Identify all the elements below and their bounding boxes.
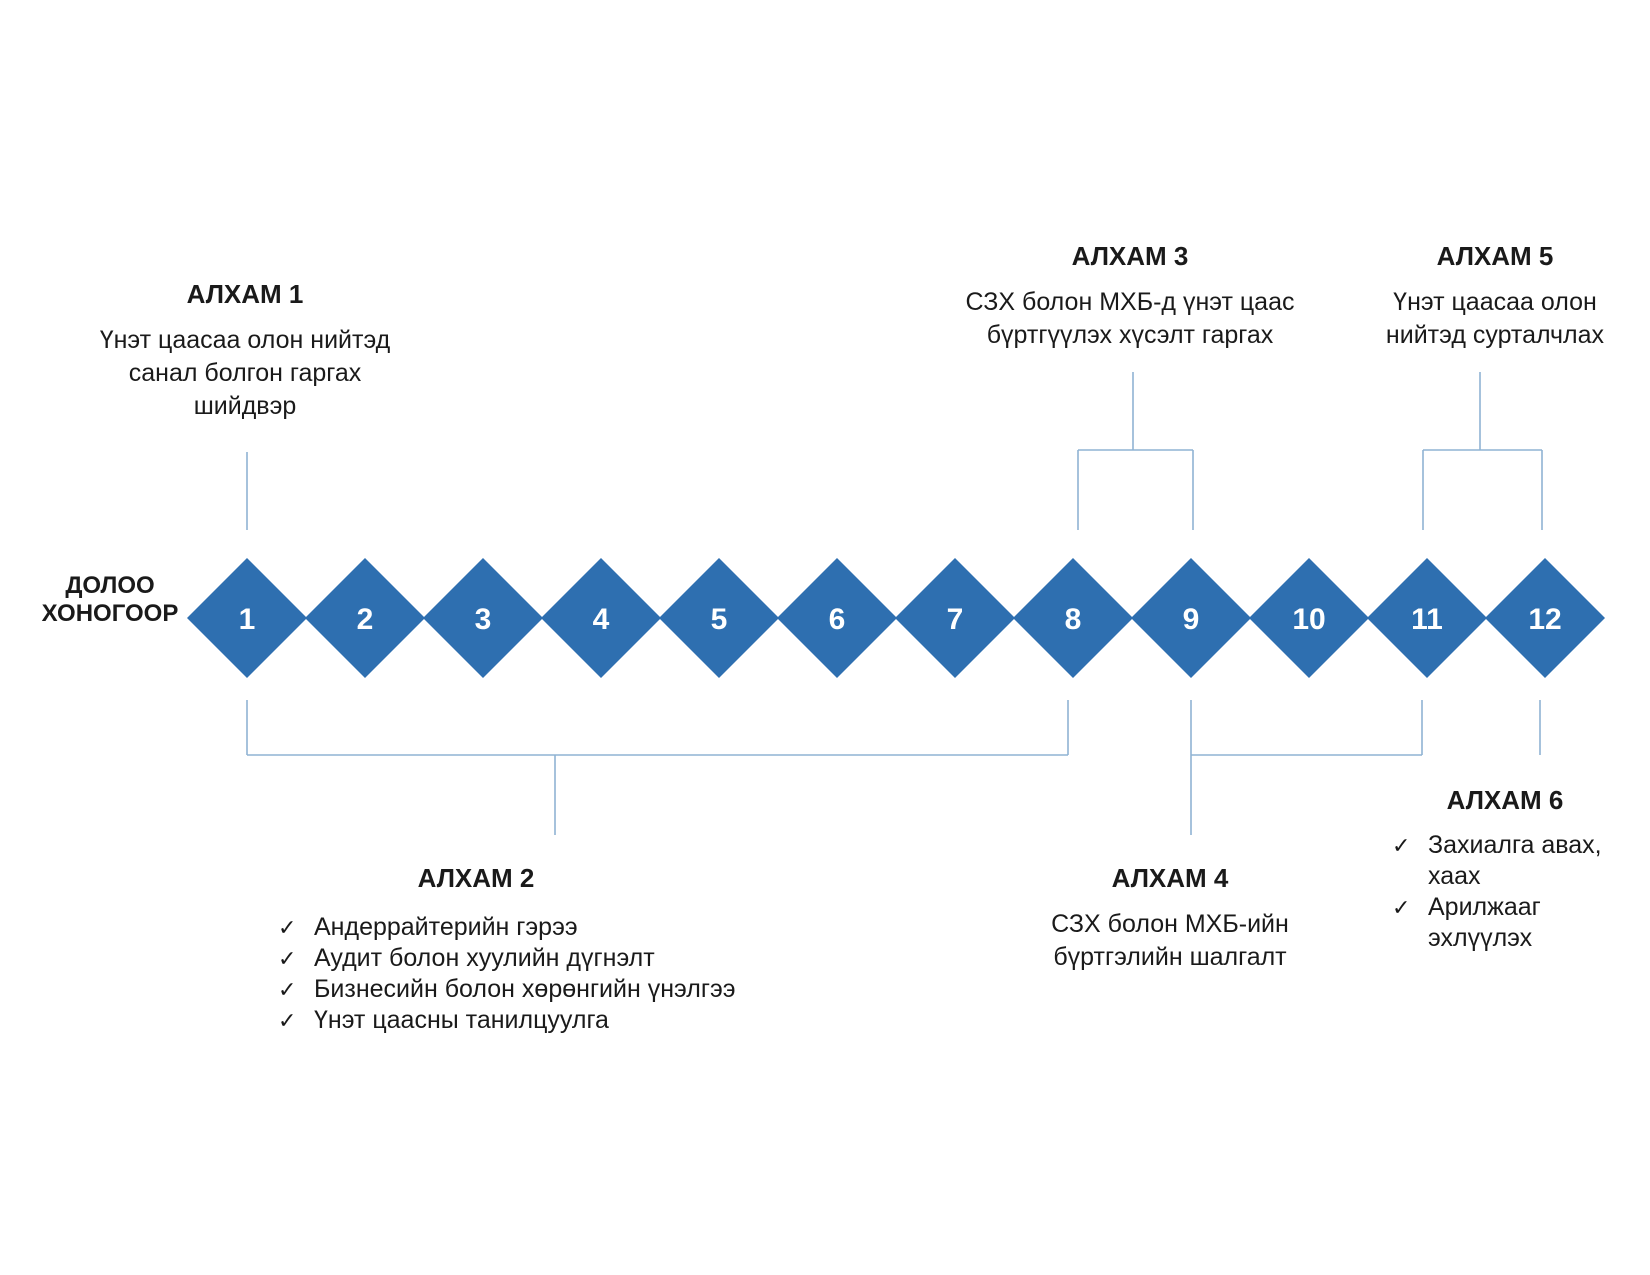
- step-6-checklist: ✓ Захиалга авах, хаах ✓ Арилжааг эхлүүлэх: [1390, 830, 1640, 954]
- weeks-axis-label: ДОЛОО ХОНОГООР: [30, 572, 190, 628]
- step-5-description: Үнэт цаасаа олон нийтэд сурталчлах: [1385, 288, 1605, 349]
- week-number: 12: [1528, 603, 1561, 636]
- week-number: 3: [475, 603, 492, 636]
- week-number: 11: [1411, 603, 1443, 636]
- connector-lines: [246, 372, 1543, 835]
- week-diamond: 5: [659, 558, 779, 678]
- week-diamond: 6: [777, 558, 897, 678]
- diamond-shape: [541, 558, 661, 678]
- step-1: АЛХАМ 1 Үнэт цаасаа олон нийтэд санал бо…: [60, 278, 430, 423]
- step-5-title: АЛХАМ 5: [1436, 241, 1554, 271]
- checklist-item-text: Аудит болон хуулийн дүгнэлт: [314, 944, 655, 972]
- week-number: 4: [593, 603, 610, 636]
- checklist-item: ✓ Захиалга авах, хаах: [1390, 830, 1640, 892]
- checklist-item: ✓ Андеррайтерийн гэрээ: [276, 912, 836, 943]
- week-diamond: 4: [541, 558, 661, 678]
- diamond-shape: [423, 558, 543, 678]
- diamond-shape: [187, 558, 307, 678]
- diamond-shape: [895, 558, 1015, 678]
- step-6-title: АЛХАМ 6: [1446, 785, 1564, 815]
- diamond-shape: [659, 558, 779, 678]
- diamond-shape: [1131, 558, 1251, 678]
- check-icon: ✓: [278, 1008, 297, 1033]
- check-icon: ✓: [1392, 833, 1411, 858]
- check-icon: ✓: [278, 915, 297, 940]
- check-icon: ✓: [278, 977, 297, 1002]
- diamond-shape: [1013, 558, 1133, 678]
- diamond-shape: [305, 558, 425, 678]
- week-number: 2: [357, 603, 374, 636]
- week-diamond: 10: [1249, 558, 1369, 678]
- diamond-shape: [1249, 558, 1369, 678]
- step-2-checklist: ✓ Андеррайтерийн гэрээ ✓ Аудит болон хуули…: [276, 912, 836, 1036]
- week-diamond: 7: [895, 558, 1015, 678]
- week-diamond: 11: [1367, 558, 1487, 678]
- step-6: АЛХАМ 6 ✓ Захиалга авах, хаах ✓ Арилжааг э…: [1390, 784, 1640, 954]
- checklist-item: ✓ Арилжааг эхлүүлэх: [1390, 892, 1640, 954]
- week-diamond: 3: [423, 558, 543, 678]
- step-1-description: Үнэт цаасаа олон нийтэд санал болгон гар…: [99, 326, 391, 420]
- week-diamond: 12: [1485, 558, 1605, 678]
- week-number: 6: [829, 603, 846, 636]
- week-diamond: 9: [1131, 558, 1251, 678]
- diamond-shape: [1367, 558, 1487, 678]
- step-3-title: АЛХАМ 3: [1071, 241, 1189, 271]
- step-3: АЛХАМ 3 СЗХ болон МХБ-д үнэт цаас бүртгү…: [920, 240, 1340, 352]
- checklist-item-text: Захиалга авах, хаах: [1428, 831, 1602, 890]
- week-number: 9: [1183, 603, 1200, 636]
- step-4-description: СЗХ болон МХБ-ийн бүртгэлийн шалгалт: [1051, 910, 1289, 971]
- week-number: 10: [1292, 603, 1325, 636]
- diamond-shape: [777, 558, 897, 678]
- checklist-item-text: Үнэт цаасны танилцуулга: [314, 1006, 609, 1034]
- check-icon: ✓: [278, 946, 297, 971]
- checklist-item-text: Бизнесийн болон хөрөнгийн үнэлгээ: [314, 975, 736, 1003]
- diamond-shape: [1485, 558, 1605, 678]
- week-diamond: 8: [1013, 558, 1133, 678]
- checklist-item: ✓ Аудит болон хуулийн дүгнэлт: [276, 943, 836, 974]
- week-diamond: 2: [305, 558, 425, 678]
- weeks-label-text: ДОЛОО ХОНОГООР: [41, 572, 179, 627]
- checklist-item: ✓ Үнэт цаасны танилцуулга: [276, 1005, 836, 1036]
- checklist-item-text: Арилжааг эхлүүлэх: [1428, 893, 1541, 952]
- checklist-item-text: Андеррайтерийн гэрээ: [314, 913, 578, 941]
- step-1-title: АЛХАМ 1: [186, 279, 304, 309]
- check-icon: ✓: [1392, 895, 1411, 920]
- week-number: 8: [1065, 603, 1082, 636]
- week-diamond: 1: [187, 558, 307, 678]
- week-number: 7: [947, 603, 964, 636]
- step-5: АЛХАМ 5 Үнэт цаасаа олон нийтэд сурталчл…: [1345, 240, 1645, 352]
- step-2: АЛХАМ 2 ✓ Андеррайтерийн гэрээ ✓ Аудит бол…: [276, 862, 836, 1036]
- checklist-item: ✓ Бизнесийн болон хөрөнгийн үнэлгээ: [276, 974, 836, 1005]
- step-3-description: СЗХ болон МХБ-д үнэт цаас бүртгүүлэх хүс…: [965, 288, 1295, 349]
- step-4: АЛХАМ 4 СЗХ болон МХБ-ийн бүртгэлийн шал…: [1010, 862, 1330, 974]
- week-number: 5: [711, 603, 728, 636]
- week-number: 1: [239, 603, 256, 636]
- step-2-title: АЛХАМ 2: [417, 863, 535, 893]
- step-4-title: АЛХАМ 4: [1111, 863, 1229, 893]
